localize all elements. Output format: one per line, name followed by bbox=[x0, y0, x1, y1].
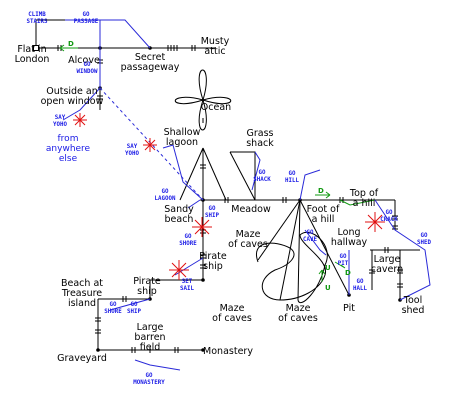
dir-u-maze: U bbox=[325, 284, 331, 292]
direction-strokes bbox=[59, 44, 346, 282]
teleport-routes bbox=[62, 19, 431, 371]
grave-node bbox=[96, 348, 100, 352]
place-ocean: Ocean bbox=[201, 102, 231, 113]
magic-burst-marks bbox=[73, 113, 385, 280]
dir-d-maze: D bbox=[345, 269, 351, 277]
place-graveyard: Graveyard bbox=[57, 353, 107, 364]
monastery-node bbox=[201, 348, 205, 352]
dir-u-pit: U bbox=[325, 264, 331, 272]
pirate-node bbox=[201, 278, 205, 282]
ocean-shape bbox=[174, 69, 232, 131]
lagoon-loop bbox=[179, 147, 227, 201]
dir-d-alcove: D bbox=[68, 40, 74, 48]
passage-ticks bbox=[57, 45, 403, 353]
flat-node-box bbox=[33, 45, 39, 51]
place-monastery: Monastery bbox=[203, 346, 253, 357]
shack-loop bbox=[229, 151, 256, 201]
place-alcove: Alcove bbox=[68, 55, 100, 66]
place-pit: Pit bbox=[343, 303, 355, 314]
place-meadow: Meadow bbox=[231, 204, 271, 215]
dir-d-hill: D bbox=[318, 187, 324, 195]
maze-loop bbox=[255, 231, 328, 303]
direction-letters: D D U U D bbox=[68, 40, 351, 292]
